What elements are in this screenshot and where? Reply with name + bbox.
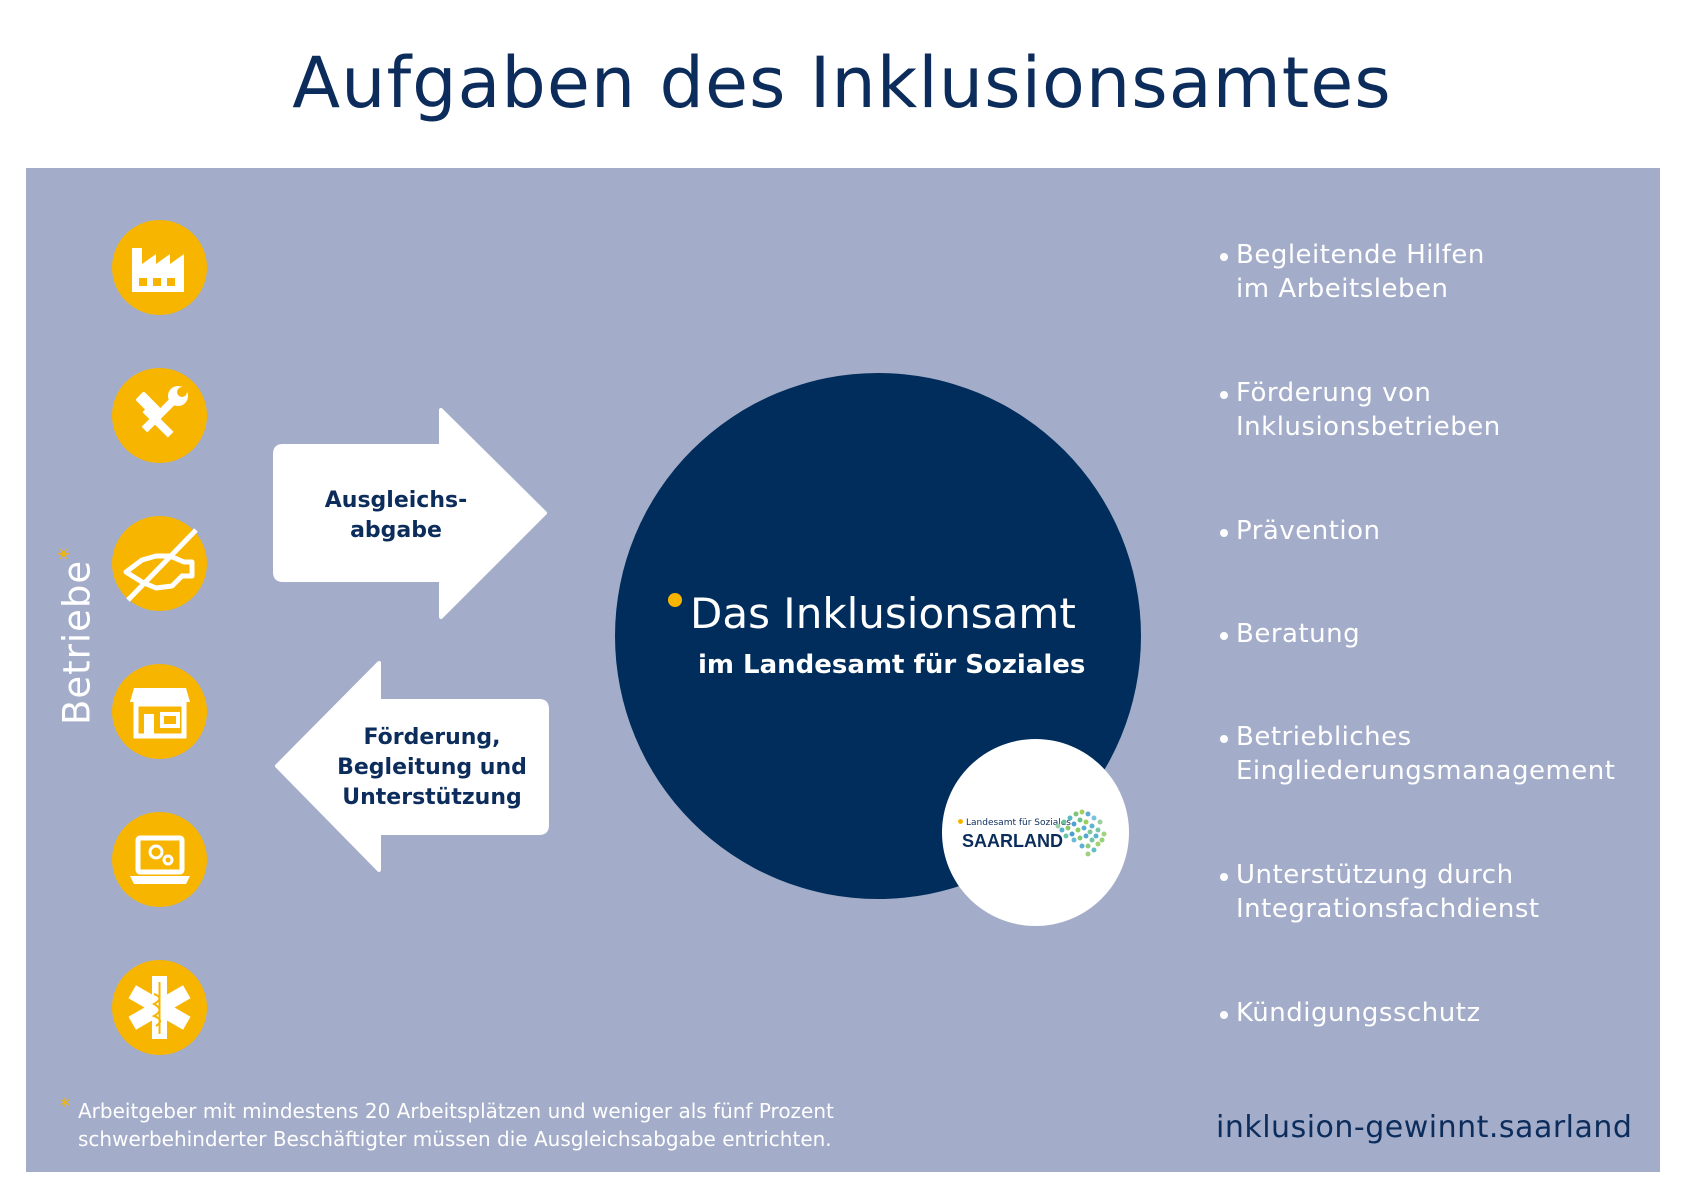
task-bullet xyxy=(1220,529,1228,537)
handshake-crossed-icon xyxy=(112,516,207,611)
logo-wordmark: SAARLAND xyxy=(962,831,1063,851)
task-kuendigungsschutz: Kündigungsschutz xyxy=(1236,998,1481,1028)
arrow-right-shape xyxy=(273,408,547,619)
arrow-right-label: Ausgleichs- abgabe xyxy=(324,488,468,543)
arrow-left-label: Förderung, Begleitung und Unterstützung xyxy=(337,725,527,810)
logo-dot xyxy=(958,819,963,824)
factory-icon xyxy=(112,220,207,315)
tools-icon xyxy=(112,368,207,463)
side-label-betriebe: Betriebe* xyxy=(54,546,99,725)
arrow-left-shape xyxy=(275,661,549,872)
task-bullet xyxy=(1220,391,1228,399)
task-bullet xyxy=(1220,632,1228,640)
center-bullet-dot xyxy=(668,593,682,607)
saarland-map-icon xyxy=(1055,809,1107,857)
logo-badge xyxy=(942,739,1129,926)
task-praevention: Prävention xyxy=(1236,516,1381,546)
website-link[interactable]: inklusion-gewinnt.saarland xyxy=(1216,1110,1633,1145)
center-subtitle: im Landesamt für Soziales xyxy=(698,650,1086,680)
task-bullet xyxy=(1220,873,1228,881)
medical-star-icon xyxy=(112,960,207,1055)
task-bullet xyxy=(1220,735,1228,743)
task-beratung: Beratung xyxy=(1236,619,1361,649)
footnote: Arbeitgeber mit mindestens 20 Arbeitsplä… xyxy=(78,1099,834,1151)
footnote-marker: * xyxy=(60,1094,70,1118)
page-title: Aufgaben des Inklusionsamtes xyxy=(292,42,1392,124)
task-bullet xyxy=(1220,1011,1228,1019)
task-bullet xyxy=(1220,253,1228,261)
laptop-gear-icon xyxy=(112,812,207,907)
logo-caption: Landesamt für Soziales xyxy=(966,818,1071,828)
center-title: Das Inklusionsamt xyxy=(690,589,1076,638)
shop-icon xyxy=(112,664,207,759)
